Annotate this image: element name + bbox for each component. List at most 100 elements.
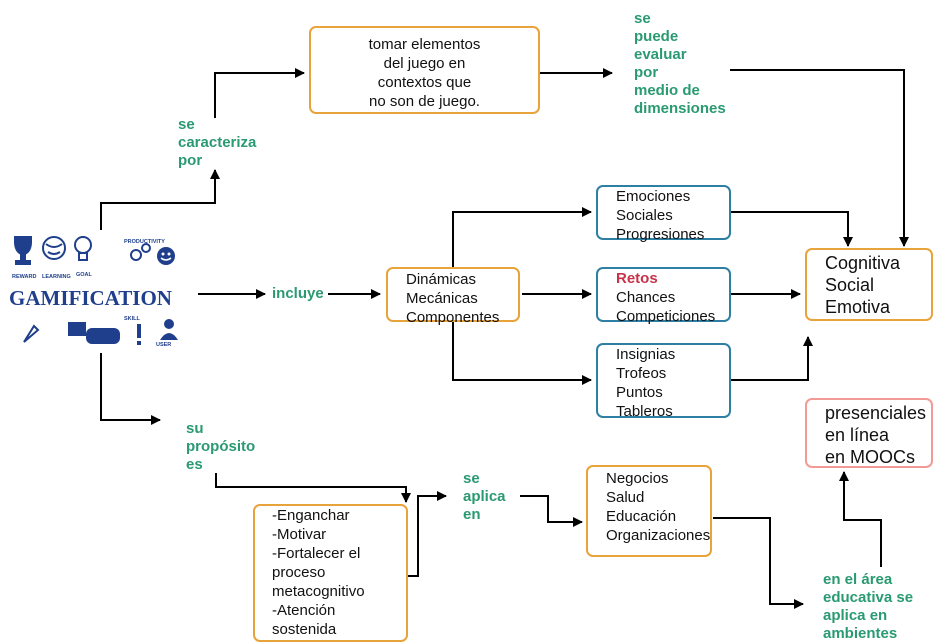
dynamics-item: Emociones [616, 188, 691, 205]
dimensions-item: Social [825, 275, 875, 295]
arrow-dynamics-to-dimensions [731, 211, 853, 247]
logo-small-label-user: USER [156, 342, 171, 348]
environments-item: en MOOCs [825, 447, 916, 467]
purposes-item: proceso [272, 564, 326, 581]
arrow-logo-to-purpose [100, 353, 161, 425]
purposes-item: -Atención [272, 602, 336, 619]
dimensions-item: Emotiva [825, 297, 891, 317]
logo-small-label-learning: LEARNING [42, 274, 71, 280]
areas-item: Organizaciones [606, 527, 711, 544]
arrow-purposes-to-applied [408, 491, 447, 577]
definition-line: contextos que [377, 74, 472, 91]
elements-item: Dinámicas [406, 271, 477, 288]
link-evaluated-line: se [634, 10, 651, 27]
elements-box: Dinámicas Mecánicas Componentes [386, 267, 520, 326]
link-purpose-line: propósito [186, 438, 256, 455]
purposes-box: -Enganchar -Motivar -Fortalecer el proce… [253, 504, 408, 642]
link-evaluated-line: dimensiones [634, 100, 726, 117]
link-education-line: en el área [823, 571, 893, 588]
definition-box: tomar elementos del juego en contextos q… [309, 26, 540, 114]
components-item: Tableros [616, 403, 673, 420]
link-applied-line: en [463, 506, 481, 523]
exclamation-icon [137, 324, 141, 345]
elements-item: Componentes [406, 309, 500, 326]
elements-item: Mecánicas [406, 290, 478, 307]
link-includes-line: incluye [272, 285, 324, 302]
arrow-areas-to-education [713, 517, 804, 609]
link-education-line: educativa se [823, 589, 914, 606]
logo-small-label-skill: SKILL [124, 316, 141, 322]
link-evaluated-line: medio de [634, 82, 700, 99]
arrow-elements-to-components [452, 321, 592, 385]
rocket-icon [23, 324, 40, 343]
arrow-evaluated-to-dimensions [730, 69, 909, 247]
areas-item: Negocios [606, 470, 669, 487]
arrow-purpose-to-purposes [215, 473, 411, 503]
purposes-item: -Fortalecer el [272, 545, 361, 562]
user-icon [160, 319, 178, 340]
arrow-applied-to-areas [520, 495, 583, 527]
link-applied-line: aplica [463, 488, 506, 505]
logo-small-label-productivity: PRODUCTIVITY [124, 239, 165, 245]
link-purpose-line: su [186, 420, 204, 437]
link-includes: incluye [270, 285, 326, 303]
purposes-item: sostenida [272, 621, 337, 638]
areas-item: Educación [606, 508, 677, 525]
components-item: Trofeos [616, 365, 667, 382]
dynamics-item: Sociales [616, 207, 673, 224]
dimensions-item: Cognitiva [825, 253, 901, 273]
arrow-characterized-to-definition [214, 68, 305, 118]
gamification-logo: REWARD LEARNING GOAL PRODUCTIVITY SKILL … [6, 230, 195, 351]
link-evaluated-line: por [634, 64, 659, 81]
presentation-icon [68, 322, 86, 336]
definition-line: tomar elementos [368, 36, 481, 53]
mechanics-item: Chances [616, 289, 676, 306]
link-education-line: aplica en [823, 607, 888, 624]
dynamics-box: Emociones Sociales Progresiones [596, 185, 731, 243]
purposes-item: metacognitivo [272, 583, 365, 600]
definition-line: no son de juego. [369, 93, 480, 110]
logo-small-label-reward: REWARD [12, 274, 36, 280]
logo-word: GAMIFICATION [9, 286, 172, 310]
areas-item: Salud [606, 489, 645, 506]
purposes-item: -Motivar [272, 526, 327, 543]
link-characterized-line: se [178, 116, 195, 133]
link-characterized-line: caracteriza [178, 134, 257, 151]
purposes-item: -Enganchar [272, 507, 350, 524]
mechanics-item-retos: Retos [616, 270, 658, 287]
link-applied-line: se [463, 470, 480, 487]
trophy-icon [14, 236, 32, 265]
gamepad-icon [86, 328, 120, 344]
smiley-icon [157, 247, 175, 265]
bulb-icon [74, 236, 92, 261]
arrow-education-to-environments [839, 471, 882, 567]
components-box: Insignias Trofeos Puntos Tableros [596, 343, 731, 420]
brain-icon [42, 236, 66, 260]
dimensions-box: Cognitiva Social Emotiva [805, 248, 933, 321]
mechanics-item: Competiciones [616, 308, 716, 325]
arrow-elements-to-dynamics [452, 207, 592, 268]
definition-line: del juego en [383, 55, 466, 72]
link-evaluated-line: puede [634, 28, 679, 45]
components-item: Insignias [616, 346, 676, 363]
gears-icon [130, 243, 151, 261]
arrow-components-to-dimensions [731, 336, 813, 381]
arrow-logo-to-characterized [100, 169, 220, 232]
link-education-line: ambientes [823, 625, 898, 642]
link-evaluated-line: evaluar [634, 46, 687, 63]
link-purpose-line: es [186, 456, 203, 473]
areas-box: Negocios Salud Educación Organizaciones [586, 465, 712, 557]
environments-box: presenciales en línea en MOOCs [805, 398, 933, 468]
link-education: en el área educativa se aplica en ambien… [823, 571, 913, 643]
environments-item: en línea [825, 425, 890, 445]
link-characterized: se caracteriza por [178, 116, 256, 170]
dynamics-item: Progresiones [616, 226, 705, 243]
components-item: Puntos [616, 384, 663, 401]
link-characterized-line: por [178, 152, 203, 169]
link-applied: se aplica en [463, 470, 506, 524]
link-purpose: su propósito es [186, 420, 255, 474]
link-evaluated: se puede evaluar por medio de dimensione… [634, 10, 726, 118]
mechanics-box: Retos Chances Competiciones [596, 267, 731, 325]
logo-small-label-goal: GOAL [76, 272, 93, 278]
environments-item: presenciales [825, 403, 927, 423]
